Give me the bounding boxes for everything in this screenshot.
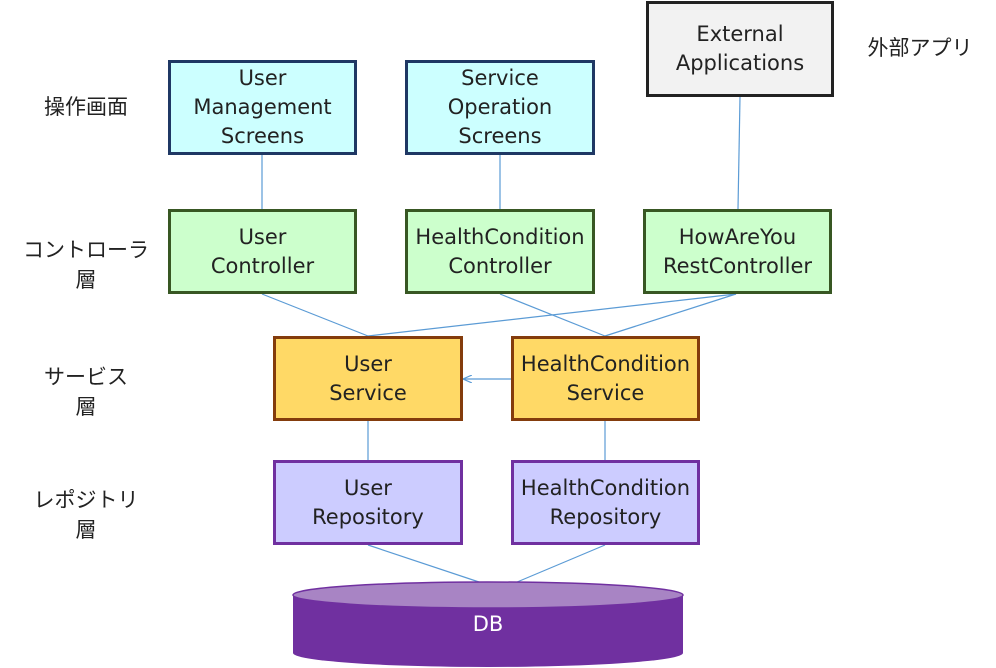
line-healthcondition-controller-to-healthcondition-service [499,293,606,337]
user-controller-box: User Controller [168,209,357,294]
howareyou-rest-controller-box: HowAreYou RestController [643,209,832,294]
line-external-apps-to-howareyou-controller [737,96,741,210]
user-service-box: User Service [273,336,463,421]
db-label: DB [472,612,504,636]
layer-label-screens: 操作画面 [44,95,128,119]
line-user-repository-to-db [367,544,489,586]
external-applications-box: External Applications [646,1,834,97]
line-howareyou-controller-to-healthcondition-service [604,293,737,337]
healthcondition-repository-box: HealthCondition Repository [511,460,700,545]
line-user-controller-to-user-service [261,293,369,337]
layer-label-controller: コントローラ 層 [23,238,149,292]
db-cylinder-body [293,595,683,667]
user-repository-box: User Repository [273,460,463,545]
service-operation-screens-box: Service Operation Screens [405,60,595,155]
layer-label-repository: レポジトリ 層 [33,488,139,542]
db-cylinder [292,581,684,667]
layer-label-external: 外部アプリ [867,36,973,60]
layer-label-service: サービス 層 [44,365,128,419]
db-cylinder-top [292,581,684,609]
line-healthcondition-repository-to-db [509,544,606,586]
healthcondition-controller-box: HealthCondition Controller [405,209,595,294]
healthcondition-service-box: HealthCondition Service [511,336,700,421]
user-management-screens-box: User Management Screens [168,60,357,155]
